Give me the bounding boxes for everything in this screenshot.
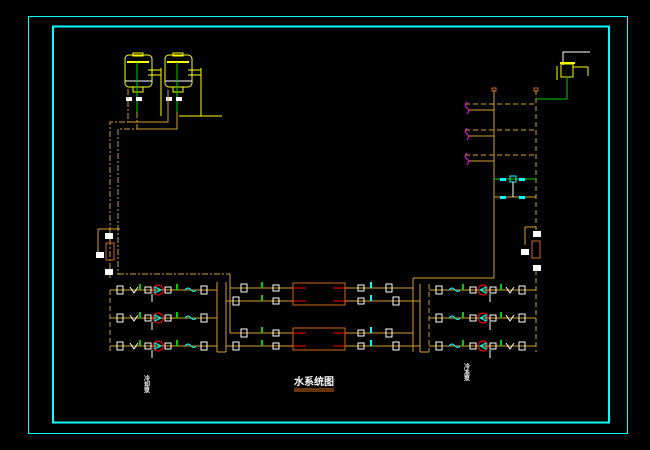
flex-joint-icon [272,329,280,337]
filter-icon [448,287,461,292]
gate-valve-icon [435,285,443,295]
terminal-units [465,101,469,166]
outer-frame [28,16,628,434]
gate-valve-icon [200,285,208,295]
gate-valve-icon [116,313,124,323]
pump-icon [152,284,164,296]
flex-joint-icon [144,286,152,294]
gate-valve-icon [518,285,526,295]
right-filter-column [521,226,541,352]
flex-joint-icon [489,314,497,322]
gate-valve-icon [392,296,400,306]
check-valve-icon [129,342,139,350]
check-valve-icon [129,314,139,322]
filter-icon [448,315,461,320]
gate-valve-icon [232,296,240,306]
flex-joint-icon [144,342,152,350]
chiller-1 [292,282,346,306]
drawing-title: 水系统图 [293,375,334,388]
gate-valve-icon [240,283,248,293]
inner-frame [52,25,610,424]
gate-valve-icon [116,341,124,351]
pump-impeller-icon [478,286,487,294]
gate-valve-icon [116,285,124,295]
filter-icon [184,343,197,348]
right-pump-rows [429,284,536,358]
gate-valve-icon [392,341,400,351]
flex-joint-icon [489,286,497,294]
tower-valves [126,97,182,101]
pump-impeller-icon [478,342,487,350]
flex-joint-icon [357,342,365,350]
cooling-tower-2 [160,52,222,117]
check-valve-icon [129,286,139,294]
gate-valve-icon [385,283,393,293]
gate-valve-icon [435,341,443,351]
flex-joint-icon [272,342,280,350]
flex-joint-icon [357,284,365,292]
filter-icon [448,343,461,348]
cooling-tower-1 [124,52,162,115]
filter-icon [184,315,197,320]
gate-valve-icon [435,313,443,323]
flex-joint-icon [357,297,365,305]
gate-valve-icon [518,313,526,323]
check-valve-icon [505,286,515,294]
gate-valve-icon [240,328,248,338]
flex-joint-icon [357,329,365,337]
filter-icon [184,287,197,292]
bypass-device [494,175,536,199]
chiller-rows [226,282,420,351]
flex-joint-icon [272,284,280,292]
chiller-2 [292,327,346,351]
left-filter-column [96,228,120,275]
headers [216,282,430,353]
pump-icon [477,284,489,296]
flex-joint-icon [469,314,477,322]
flex-joint-icon [144,314,152,322]
gate-valve-icon [385,328,393,338]
gate-valve-icon [200,313,208,323]
flex-joint-icon [272,297,280,305]
left-pump-rows [110,284,217,358]
pump-impeller-icon [478,314,487,322]
gate-valve-icon [518,341,526,351]
pump-impeller-icon [154,342,163,350]
left-pump-label: 冷却泵 [143,374,150,394]
flex-joint-icon [469,342,477,350]
gate-valve-icon [232,341,240,351]
right-pump-label: 冷冻泵 [463,362,470,382]
pump-icon [152,340,164,352]
pump-impeller-icon [154,286,163,294]
pump-icon [477,340,489,352]
terminal-risers [412,90,537,352]
check-valve-icon [505,342,515,350]
gate-valve-icon [200,341,208,351]
pump-impeller-icon [154,314,163,322]
flex-joint-icon [164,314,172,322]
flex-joint-icon [164,342,172,350]
expansion-tank [536,51,590,100]
riser-caps [491,87,539,92]
pump-icon [477,312,489,324]
tower-supply-pipes [109,89,178,278]
flex-joint-icon [164,286,172,294]
flex-joint-icon [489,342,497,350]
flex-joint-icon [469,286,477,294]
left-pump-group [109,273,231,352]
pump-icon [152,312,164,324]
check-valve-icon [505,314,515,322]
